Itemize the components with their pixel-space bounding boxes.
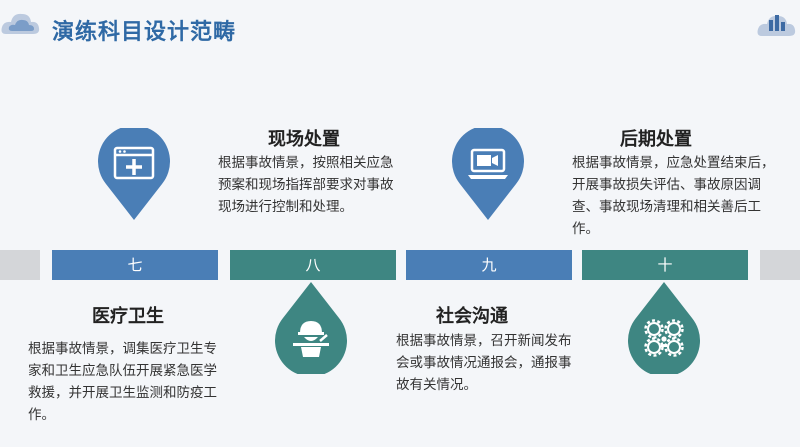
pin-onsite <box>275 282 347 374</box>
communication-heading: 社会沟通 <box>436 306 508 327</box>
aftermath-description: 根据事故情景，应急处置结束后，开展事故损失评估、事故原因调查、事故现场清理和相关… <box>572 155 775 237</box>
pin-aftermath <box>628 282 700 374</box>
timeline-right-cap <box>760 250 800 280</box>
timeline-segment-7: 七 <box>52 250 218 280</box>
worker-at-desk-icon <box>293 321 329 357</box>
pin-medical <box>98 128 170 220</box>
pin-communication <box>452 128 524 220</box>
laptop-icon <box>468 148 508 179</box>
cloud-decoration-icon <box>1 13 40 34</box>
onsite-heading: 现场处置 <box>268 129 340 150</box>
medical-add-window-icon <box>113 146 155 180</box>
medical-description: 根据事故情景，调集医疗卫生专家和卫生应急队伍开展紧急医学救援，并开展卫生监测和防… <box>28 341 217 423</box>
onsite-description: 根据事故情景，按照相关应急预案和现场指挥部要求对事故现场进行控制和处理。 <box>218 155 394 215</box>
timeline-left-cap <box>0 250 40 280</box>
aftermath-heading: 后期处置 <box>620 129 692 150</box>
timeline-segment-8: 八 <box>230 250 396 280</box>
page-title: 演练科目设计范畴 <box>52 20 237 45</box>
gears-person-icon <box>644 319 684 357</box>
cloud-decoration-icon <box>757 15 796 36</box>
timeline-segment-10: 十 <box>582 250 748 280</box>
communication-description: 根据事故情景，召开新闻发布会或事故情况通报会，通报事故有关情况。 <box>396 333 572 393</box>
medical-heading: 医疗卫生 <box>92 306 164 327</box>
timeline-segment-9: 九 <box>406 250 572 280</box>
